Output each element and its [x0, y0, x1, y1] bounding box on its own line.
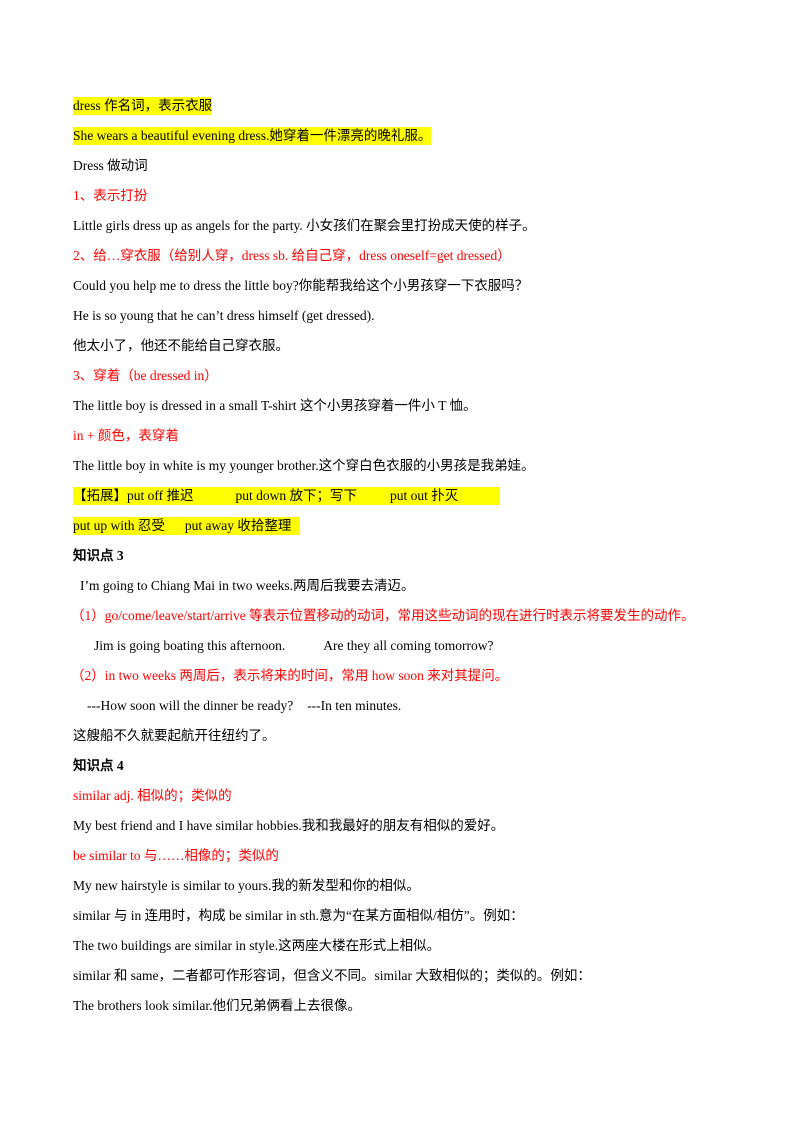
heading-dress-noun: dress 作名词，表示衣服	[73, 97, 213, 115]
usage-note: similar 与 in 连用时，构成 be similar in sth.意为…	[73, 908, 524, 923]
example-sentence: Little girls dress up as angels for the …	[73, 218, 536, 233]
example-sentence: My best friend and I have similar hobbie…	[73, 818, 505, 833]
dialogue-question: ---How soon will the dinner be ready?	[87, 698, 294, 713]
extension-phrases-row-1: 【拓展】put off 推迟 put down 放下；写下 put out 扑灭	[73, 487, 500, 505]
heading-dress-verb: Dress 做动词	[73, 158, 148, 173]
phrase-put-out: put out 扑灭	[390, 488, 459, 503]
rule-2: （2）in two weeks 两周后，表示将来的时间，常用 how soon …	[71, 668, 509, 683]
dialogue-answer: ---In ten minutes.	[307, 698, 402, 713]
usage-note: similar 和 same，二者都可作形容词，但含义不同。similar 大致…	[73, 968, 591, 983]
example-sentence: He is so young that he can’t dress himse…	[73, 308, 375, 323]
note-color-usage: in + 颜色，表穿着	[73, 428, 179, 443]
phrase-put-away: put away 收拾整理	[184, 518, 292, 533]
example-sentence: She wears a beautiful evening dress.她穿着一…	[73, 127, 432, 145]
example-sentence: The brothers look similar.他们兄弟俩看上去很像。	[73, 998, 361, 1013]
dialogue-line: ---How soon will the dinner be ready? ---…	[87, 697, 401, 715]
example-pair: Jim is going boating this afternoon. Are …	[94, 637, 493, 655]
example-sentence: The two buildings are similar in style.这…	[73, 938, 441, 953]
rule-1: （1）go/come/leave/start/arrive 等表示位置移动的动词…	[71, 608, 695, 623]
example-sentence: My new hairstyle is similar to yours.我的新…	[73, 878, 420, 893]
example-a: Jim is going boating this afternoon.	[94, 638, 286, 653]
extension-phrases-row-2: put up with 忍受 put away 收拾整理	[73, 517, 300, 535]
phrase-put-off: 【拓展】put off 推迟	[73, 488, 194, 503]
translation-line: 他太小了，他还不能给自己穿衣服。	[73, 338, 289, 353]
phrase-put-down: put down 放下；写下	[235, 488, 358, 503]
example-sentence: The little boy is dressed in a small T-s…	[73, 398, 477, 413]
definition-be-similar-to: be similar to 与……相像的；类似的	[73, 848, 279, 863]
translation-line: 这艘船不久就要起航开往纽约了。	[73, 728, 276, 743]
example-b: Are they all coming tomorrow?	[323, 638, 494, 653]
point-3-heading: 3、穿着（be dressed in）	[73, 368, 218, 383]
example-sentence: I’m going to Chiang Mai in two weeks.两周后…	[80, 578, 415, 593]
example-sentence: The little boy in white is my younger br…	[73, 458, 535, 473]
section-heading-4: 知识点 4	[73, 758, 124, 773]
example-sentence: Could you help me to dress the little bo…	[73, 278, 529, 293]
phrase-put-up-with: put up with 忍受	[73, 518, 165, 533]
point-1-heading: 1、表示打扮	[73, 188, 148, 203]
definition-similar: similar adj. 相似的；类似的	[73, 788, 232, 803]
section-heading-3: 知识点 3	[73, 548, 124, 563]
point-2-heading: 2、给…穿衣服（给别人穿，dress sb. 给自己穿，dress onesel…	[73, 248, 511, 263]
